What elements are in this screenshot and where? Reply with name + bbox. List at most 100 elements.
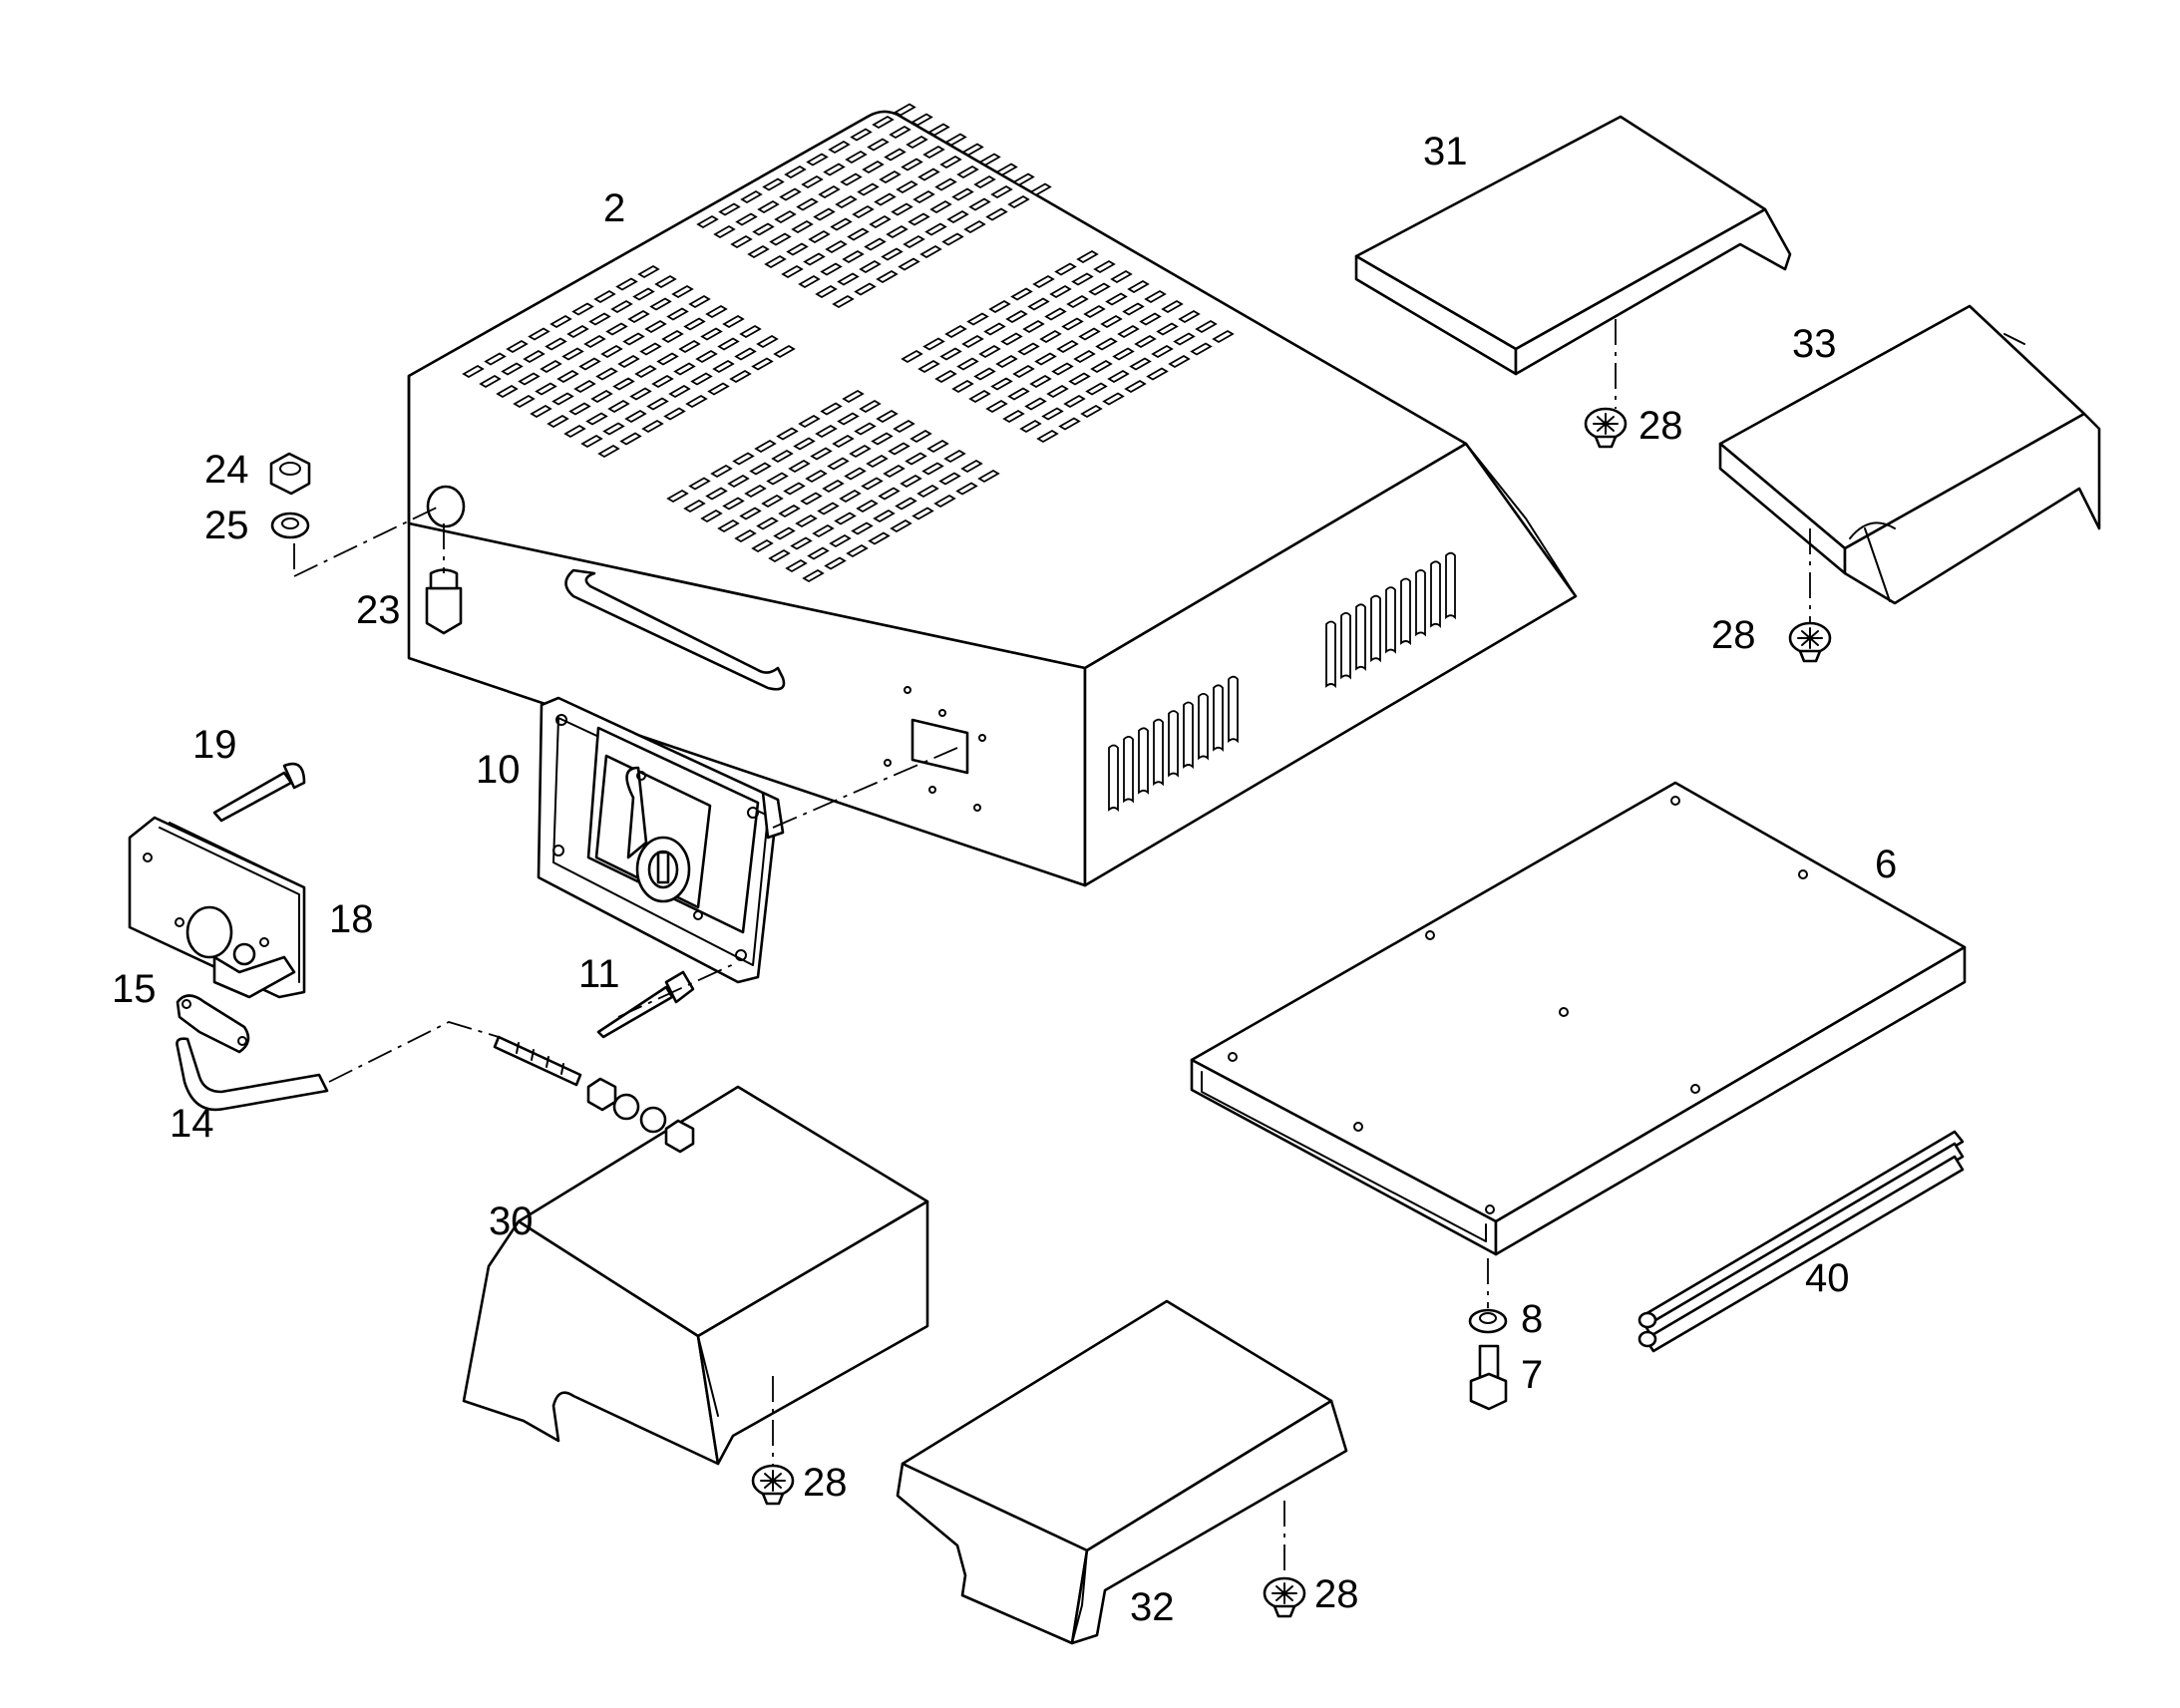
part-32-cover: [896, 1299, 1348, 1645]
vent-slot: [773, 344, 796, 359]
vent-slot: [690, 372, 713, 386]
vent-slot: [944, 324, 967, 339]
vent-slot: [1054, 262, 1077, 276]
part-19-screw: [212, 762, 306, 823]
louvre-slot: [1445, 551, 1456, 620]
vent-slot: [1041, 407, 1064, 421]
cover-33-side: [1843, 412, 2101, 605]
vent-slot: [832, 294, 855, 309]
vent-slot: [983, 322, 1006, 336]
vent-slot: [1129, 357, 1152, 371]
vent-slot: [881, 247, 904, 261]
vent-slot: [803, 252, 826, 266]
vent-slot: [973, 174, 996, 189]
housing-latch-cutout: [910, 718, 969, 775]
vent-slot: [851, 521, 874, 535]
part-10-latch: [537, 696, 785, 984]
louvre-slot: [1415, 569, 1426, 637]
vent-slot: [791, 219, 814, 234]
callout-33: 33: [1792, 322, 1837, 366]
vent-slot: [734, 347, 757, 361]
vent-slot: [990, 377, 1013, 391]
vent-slot: [705, 487, 728, 501]
part-31-pad: [1354, 115, 1792, 376]
vent-slot: [761, 494, 784, 509]
side-louvres: [1108, 551, 1456, 813]
vent-slot: [888, 442, 910, 456]
vent-slot: [740, 189, 763, 204]
vent-slot: [884, 148, 907, 162]
nut-b: [664, 1119, 695, 1154]
vent-slot: [886, 224, 908, 239]
vent-slot: [910, 113, 933, 127]
cover-30-face: [462, 1219, 720, 1466]
vent-slot: [922, 337, 945, 351]
vent-slot: [718, 202, 741, 216]
pad-31-side: [1514, 207, 1792, 376]
vent-slot: [834, 512, 857, 525]
vent-slot: [668, 384, 691, 399]
part-18-lock: [128, 816, 306, 999]
vent-slot: [762, 177, 785, 191]
vent-slot: [798, 414, 821, 429]
louvre-slot: [1108, 744, 1119, 813]
vent-slot: [929, 199, 952, 214]
vent-slot: [847, 227, 870, 241]
vent-slot: [1012, 172, 1035, 186]
callout-18: 18: [329, 897, 374, 941]
vent-slot: [1000, 332, 1023, 346]
vent-slot: [869, 214, 892, 229]
vent-slot: [1029, 374, 1052, 389]
vent-slot: [678, 339, 701, 354]
callout-28-a: 28: [1638, 404, 1683, 448]
callout-labels: 2 31 33 28 28 24 25 23 19 10 18 15 11 14…: [112, 130, 1897, 1629]
vent-slot: [732, 452, 755, 466]
vent-slot: [1102, 392, 1125, 406]
vent-slot: [1122, 302, 1145, 316]
vent-slot: [905, 452, 927, 466]
vent-slot: [903, 234, 925, 249]
vent-slot: [864, 237, 887, 251]
vent-slot: [883, 464, 906, 479]
vent-slot: [801, 174, 824, 189]
vent-slot: [673, 362, 696, 376]
callout-32: 32: [1130, 1585, 1175, 1629]
louvre-slot: [1198, 693, 1209, 761]
vent-slot: [600, 344, 623, 359]
louvre-slot: [1213, 684, 1224, 752]
vent-slot: [663, 407, 686, 421]
vent-slot: [973, 367, 996, 381]
vent-slot: [808, 229, 831, 244]
vent-slot: [963, 219, 986, 234]
vent-slot: [924, 222, 947, 236]
vent-slot: [605, 322, 628, 336]
louvre-slot: [1123, 736, 1134, 804]
vent-slot: [917, 359, 940, 374]
vent-slot: [805, 469, 828, 484]
vent-slot: [988, 299, 1011, 314]
vent-slot: [766, 472, 789, 486]
vent-slot: [781, 264, 804, 279]
vent-slot: [730, 234, 753, 249]
vent-slot: [771, 449, 794, 464]
vent-slot: [820, 402, 843, 416]
vent-slot: [1036, 429, 1059, 444]
vent-slot: [1044, 307, 1067, 321]
vent-slot: [849, 444, 872, 459]
louvre-slot: [1153, 718, 1164, 787]
vent-slot: [1046, 384, 1069, 399]
vent-slot: [815, 284, 838, 299]
vent-slot: [933, 494, 956, 509]
vent-slot: [921, 462, 944, 476]
callout-15: 15: [112, 967, 157, 1011]
base-top-face: [1190, 781, 1967, 1223]
vent-slot: [1107, 369, 1130, 384]
vent-slot: [866, 454, 889, 469]
vent-slot: [1029, 182, 1052, 196]
vent-slot: [1058, 417, 1081, 431]
vent-slot: [844, 467, 867, 481]
vent-slot: [906, 135, 928, 150]
vent-slot: [629, 387, 652, 401]
vent-slot: [751, 538, 774, 553]
callout-28-c: 28: [803, 1461, 848, 1505]
